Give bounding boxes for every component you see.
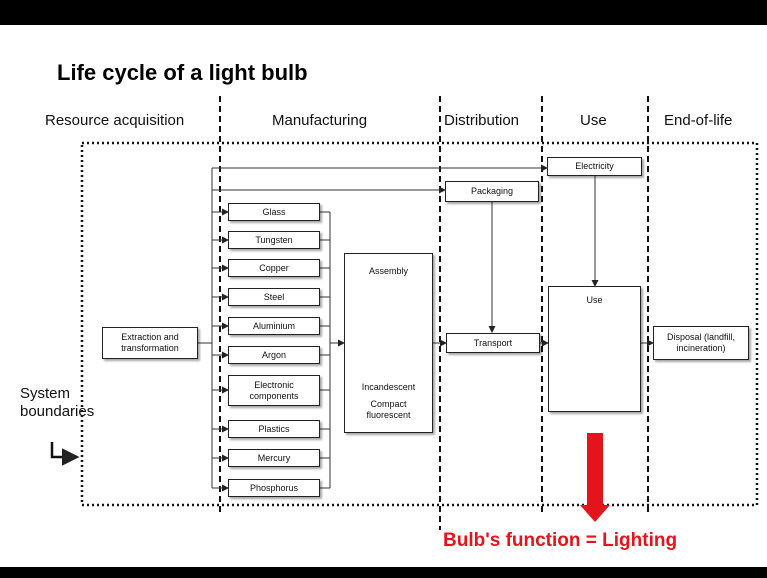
disposal-box: Disposal (landfill, incineration)	[653, 326, 749, 360]
page-title: Life cycle of a light bulb	[57, 60, 308, 85]
bulb-function-label: Bulb's function = Lighting	[443, 530, 678, 551]
transport-box: Transport	[446, 333, 540, 353]
top-letterbox-bar	[0, 0, 767, 25]
assembly-type-incandescent: Incandescent	[361, 382, 416, 392]
material-phosphorus: Phosphorus	[228, 479, 320, 497]
bottom-letterbox-bar	[0, 567, 767, 578]
use-box: Use	[548, 286, 641, 412]
material-mercury: Mercury	[228, 449, 320, 467]
material-electronic-components: Electronic components	[228, 375, 320, 406]
extraction-box: Extraction and transformation	[102, 327, 198, 359]
material-plastics: Plastics	[228, 420, 320, 438]
system-boundaries-label: System boundaries	[20, 385, 95, 420]
material-tungsten: Tungsten	[228, 231, 320, 249]
function-arrow	[580, 433, 610, 522]
material-copper: Copper	[228, 259, 320, 277]
use-box-label: Use	[586, 295, 603, 305]
material-steel: Steel	[228, 288, 320, 306]
phase-resource-acquisition: Resource acquisition	[45, 112, 185, 129]
assembly-box: Assembly Incandescent Compact fluorescen…	[344, 253, 433, 433]
phase-use: Use	[580, 112, 607, 129]
phase-end-of-life: End-of-life	[664, 112, 733, 129]
material-aluminium: Aluminium	[228, 317, 320, 335]
packaging-box: Packaging	[445, 181, 539, 202]
phase-manufacturing: Manufacturing	[272, 112, 368, 129]
assembly-type-cfl: Compact fluorescent	[366, 399, 411, 420]
assembly-label: Assembly	[368, 266, 408, 276]
electricity-box: Electricity	[547, 157, 642, 176]
material-glass: Glass	[228, 203, 320, 221]
phase-distribution: Distribution	[444, 112, 520, 129]
material-argon: Argon	[228, 346, 320, 364]
